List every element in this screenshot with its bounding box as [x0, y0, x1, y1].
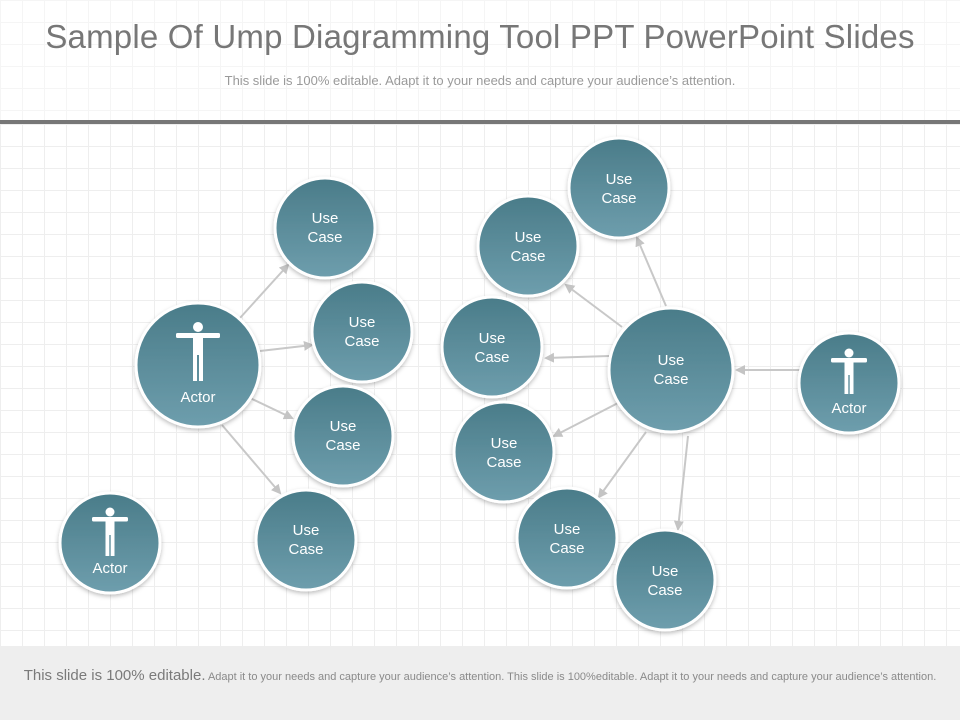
connector-arrow	[249, 397, 294, 420]
connector-arrow	[239, 263, 290, 319]
use-case-node	[607, 306, 735, 434]
use-case-node	[254, 488, 358, 592]
use-case-node	[291, 384, 395, 488]
slide-title: Sample Of Ump Diagramming Tool PPT Power…	[45, 18, 915, 55]
header-background	[0, 0, 960, 120]
use-case-node	[567, 136, 671, 240]
connector-arrow	[564, 283, 623, 328]
actor-figure-icon	[92, 507, 128, 556]
actor-figure-icon	[176, 322, 220, 381]
footer-bar: This slide is 100% editable. Adapt it to…	[0, 646, 960, 720]
footer-body: Adapt it to your needs and capture your …	[207, 671, 937, 683]
connector-arrow	[259, 340, 314, 352]
footer-lead: This slide is 100% editable.	[23, 667, 206, 684]
connector-arrow	[673, 435, 689, 531]
use-case-node	[440, 295, 544, 399]
connector-arrow	[221, 424, 282, 495]
use-case-node	[515, 486, 619, 590]
use-case-node	[452, 400, 556, 504]
connector-arrow	[597, 431, 647, 499]
connector-arrow	[544, 352, 610, 363]
use-case-node	[273, 176, 377, 280]
actor-figure-icon	[831, 348, 867, 394]
use-case-node	[310, 280, 414, 384]
connector-arrow	[552, 402, 619, 437]
use-case-node	[476, 194, 580, 298]
slide-subtitle: This slide is 100% editable. Adapt it to…	[224, 73, 736, 88]
use-case-node	[613, 528, 717, 632]
actor-node	[134, 301, 262, 429]
title-divider	[0, 120, 960, 124]
actor-node	[797, 331, 901, 435]
connector-arrow	[635, 236, 667, 307]
actor-node	[58, 491, 162, 595]
footer-text: This slide is 100% editable. Adapt it to…	[6, 668, 954, 685]
